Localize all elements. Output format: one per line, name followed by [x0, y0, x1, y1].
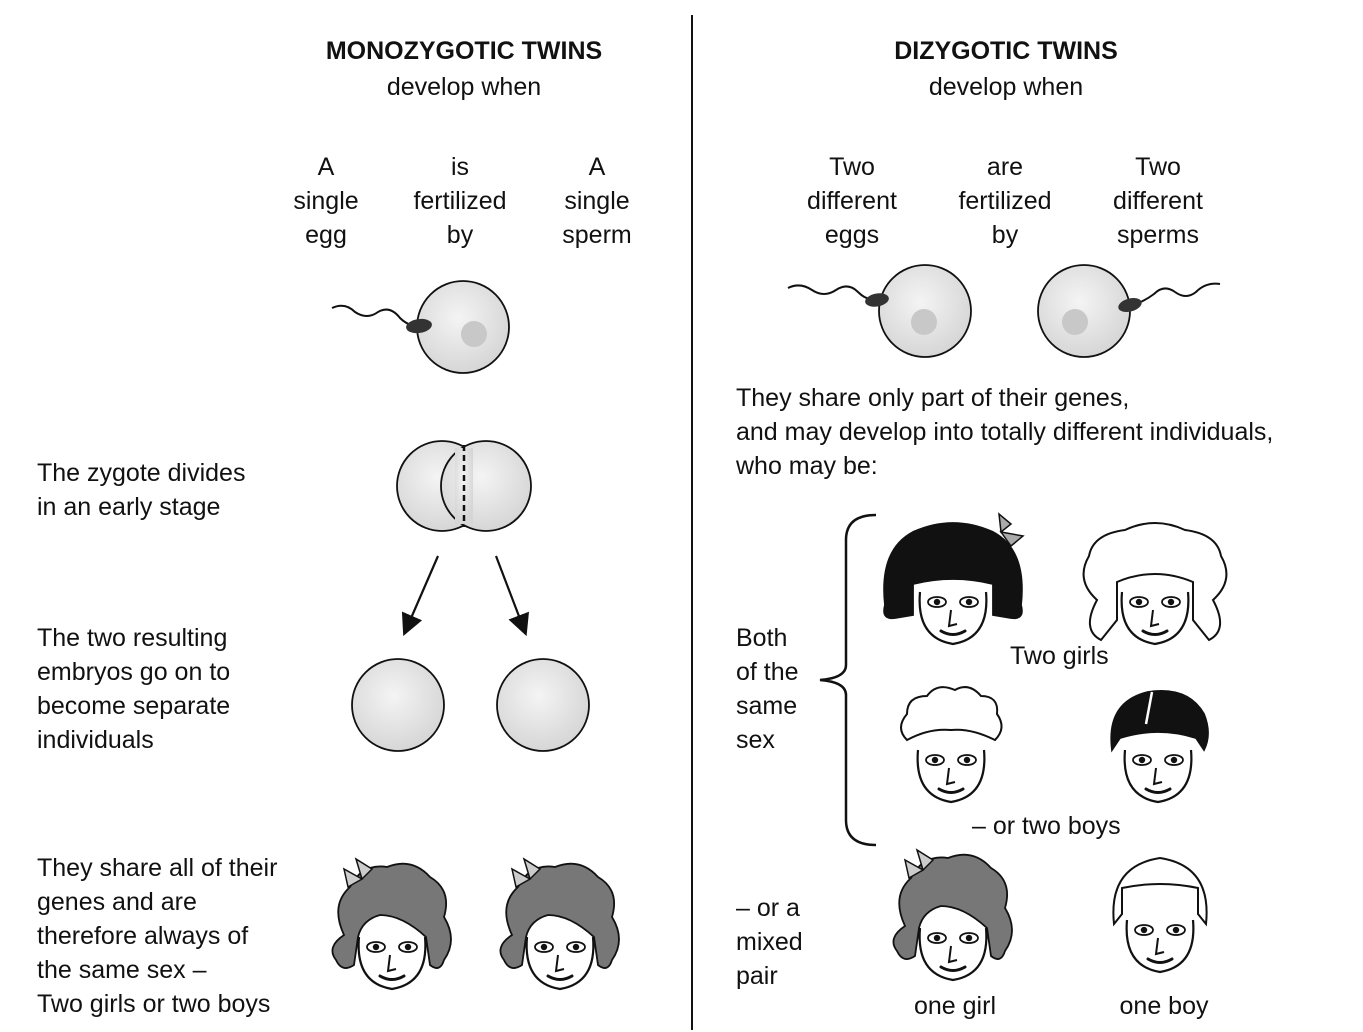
mono-share-line5: Two girls or two boys — [37, 987, 277, 1021]
mono-col3-line1: A — [537, 150, 657, 184]
embryos-text: The two resulting embryos go on to becom… — [37, 621, 230, 757]
di-share-line1: They share only part of their genes, — [736, 381, 1273, 415]
di-col1-line2: different — [782, 184, 922, 218]
divide-line1: The zygote divides — [37, 456, 245, 490]
di-title: DIZYGOTIC TWINS — [806, 34, 1206, 68]
mono-share-line3: therefore always of — [37, 919, 277, 953]
mono-col1-line2: single — [266, 184, 386, 218]
same-sex-line3: same — [736, 689, 799, 723]
mono-girl-left — [332, 859, 451, 989]
same-sex-text: Both of the same sex — [736, 621, 799, 757]
dividing-zygote — [397, 441, 531, 531]
same-sex-line2: of the — [736, 655, 799, 689]
embryo-line4: individuals — [37, 723, 230, 757]
embryo-line3: become separate — [37, 689, 230, 723]
same-sex-brace — [820, 515, 876, 845]
embryo-line1: The two resulting — [37, 621, 230, 655]
di-boy-dark-hair — [1111, 691, 1208, 802]
two-girls-label: Two girls — [1010, 639, 1109, 673]
di-share-line2: and may develop into totally different i… — [736, 415, 1273, 449]
one-girl-label: one girl — [885, 989, 1025, 1023]
same-sex-line1: Both — [736, 621, 799, 655]
mixed-line1: – or a — [736, 891, 803, 925]
embryo-left — [352, 659, 444, 751]
arrow-right — [496, 556, 525, 632]
mixed-line2: mixed — [736, 925, 803, 959]
di-col2-line3: by — [937, 218, 1073, 252]
arrow-left — [405, 556, 438, 632]
two-boys-label: – or two boys — [972, 809, 1121, 843]
mono-title: MONOZYGOTIC TWINS — [264, 34, 664, 68]
mono-col3-line2: single — [537, 184, 657, 218]
mono-sperm-tail — [332, 306, 414, 326]
mono-girl-right — [500, 859, 619, 989]
di-col3-line3: sperms — [1088, 218, 1228, 252]
di-different-eggs-label: Two different eggs — [782, 150, 922, 252]
mono-share-line2: genes and are — [37, 885, 277, 919]
mono-col2-line2: fertilized — [392, 184, 528, 218]
di-sperm-tail-left — [788, 285, 870, 299]
mono-share-line4: the same sex – — [37, 953, 277, 987]
zygote-divides-text: The zygote divides in an early stage — [37, 456, 245, 524]
di-col1-line3: eggs — [782, 218, 922, 252]
same-sex-line4: sex — [736, 723, 799, 757]
di-egg-right — [1038, 265, 1130, 357]
mono-subtitle: develop when — [264, 70, 664, 104]
di-col3-line1: Two — [1088, 150, 1228, 184]
di-sperm-tail-right — [1138, 284, 1220, 303]
mono-single-sperm-label: A single sperm — [537, 150, 657, 252]
mono-col2-line3: by — [392, 218, 528, 252]
mono-share-text: They share all of their genes and are th… — [37, 851, 277, 1021]
mixed-line3: pair — [736, 959, 803, 993]
di-different-sperms-label: Two different sperms — [1088, 150, 1228, 252]
di-col1-line1: Two — [782, 150, 922, 184]
di-subtitle: develop when — [806, 70, 1206, 104]
di-girl-grey-hair — [893, 850, 1012, 980]
di-share-text: They share only part of their genes, and… — [736, 381, 1273, 483]
di-girl-wavy-hair — [1084, 523, 1227, 644]
mono-single-egg-label: A single egg — [266, 150, 386, 252]
di-egg-left-nucleus — [911, 309, 937, 335]
mono-fertilized-egg — [332, 281, 509, 373]
di-share-line3: who may be: — [736, 449, 1273, 483]
di-col2-line1: are — [937, 150, 1073, 184]
mono-fertilized-by-label: is fertilized by — [392, 150, 528, 252]
di-fertilized-egg-right — [1038, 265, 1220, 357]
di-boy-curly-hair — [901, 687, 1002, 802]
mixed-pair-text: – or a mixed pair — [736, 891, 803, 993]
di-col2-line2: fertilized — [937, 184, 1073, 218]
mono-col1-line3: egg — [266, 218, 386, 252]
mono-col1-line1: A — [266, 150, 386, 184]
di-girl-dark-hair — [884, 514, 1023, 644]
divide-line2: in an early stage — [37, 490, 245, 524]
one-boy-label: one boy — [1094, 989, 1234, 1023]
mono-col3-line3: sperm — [537, 218, 657, 252]
mono-col2-line1: is — [392, 150, 528, 184]
di-egg-right-nucleus — [1062, 309, 1088, 335]
embryo-line2: embryos go on to — [37, 655, 230, 689]
di-boy-short-hair — [1113, 858, 1206, 972]
mono-share-line1: They share all of their — [37, 851, 277, 885]
di-fertilized-by-label: are fertilized by — [937, 150, 1073, 252]
mono-egg-nucleus — [461, 321, 487, 347]
di-col3-line2: different — [1088, 184, 1228, 218]
di-fertilized-egg-left — [788, 265, 971, 357]
embryo-right — [497, 659, 589, 751]
